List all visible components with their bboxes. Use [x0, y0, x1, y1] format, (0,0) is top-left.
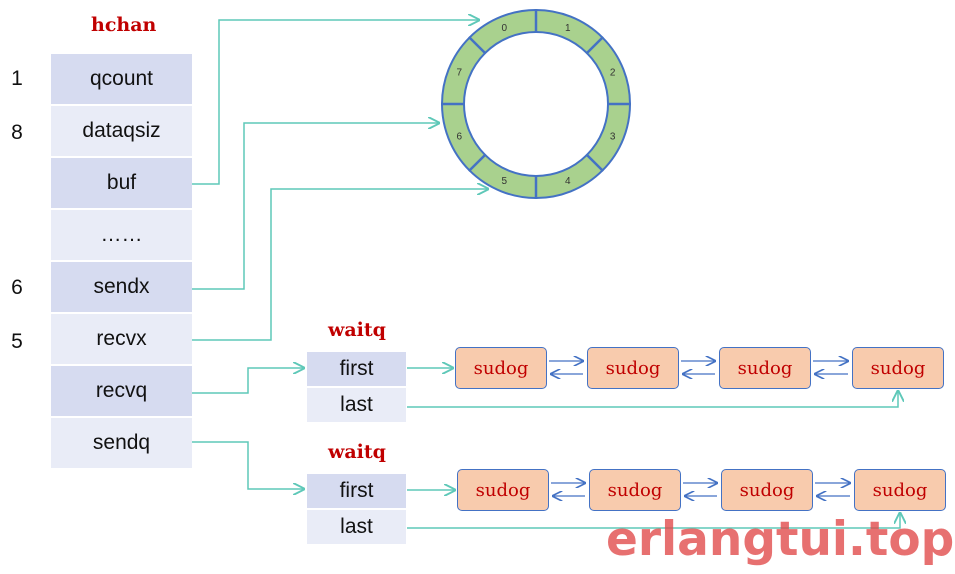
- ring-segment-label: 3: [610, 131, 616, 142]
- field-buf: buf: [51, 158, 192, 208]
- arrow-send-last: [407, 513, 900, 529]
- waitq-recv-first: first: [307, 352, 406, 386]
- field-label: ……: [100, 223, 143, 246]
- field-label: sendx: [93, 275, 150, 298]
- recvx-value: 5: [11, 330, 23, 353]
- field-sendx: sendx: [51, 262, 192, 312]
- waitq-label: first: [339, 479, 374, 502]
- ring-buffer: 0 1 2 3 4 5 6 7: [441, 9, 631, 199]
- qcount-value: 1: [11, 67, 23, 90]
- waitq-recv-title: waitq: [328, 319, 386, 341]
- field-qcount: qcount: [51, 54, 192, 104]
- ring-segment-label: 7: [457, 68, 463, 79]
- ring-segment-label: 4: [565, 176, 571, 187]
- ring-segment-label: 0: [501, 23, 507, 34]
- ring-segment-label: 5: [501, 176, 507, 187]
- ring-divider: [585, 35, 605, 55]
- arrow-recvq-to-waitq: [192, 368, 304, 394]
- arrow-sendq-to-waitq: [192, 441, 304, 489]
- arrow-sendx-to-ring: [192, 123, 439, 290]
- waitq-send-title: waitq: [328, 441, 386, 463]
- field-label: sendq: [92, 431, 151, 454]
- ring-divider: [467, 153, 487, 173]
- hchan-title: hchan: [91, 14, 157, 36]
- sudog-recv-2: sudog: [587, 347, 679, 389]
- sudog-recv-1: sudog: [455, 347, 547, 389]
- sudog-label: sudog: [870, 357, 926, 379]
- sudog-label: sudog: [739, 479, 795, 501]
- waitq-label: first: [339, 357, 374, 380]
- sendx-value: 6: [11, 276, 23, 299]
- sudog-send-3: sudog: [721, 469, 813, 511]
- arrow-recv-last: [407, 391, 898, 408]
- sudog-label: sudog: [737, 357, 793, 379]
- ring-segment-label: 6: [457, 131, 463, 142]
- send-sudog-links: [551, 483, 850, 496]
- watermark: erlangtui.top: [606, 512, 955, 567]
- waitq-recv-last: last: [307, 388, 406, 422]
- sudog-recv-3: sudog: [719, 347, 811, 389]
- dataqsiz-value: 8: [11, 121, 23, 144]
- sudog-label: sudog: [605, 357, 661, 379]
- sudog-label: sudog: [872, 479, 928, 501]
- field-label: recvx: [96, 327, 147, 350]
- sudog-label: sudog: [607, 479, 663, 501]
- waitq-send-first: first: [307, 474, 406, 508]
- field-ellipsis: ……: [51, 210, 192, 260]
- ring-dividers: [441, 9, 631, 199]
- ring-segment-label: 1: [565, 23, 571, 34]
- ring-segment-label: 2: [610, 68, 616, 79]
- arrow-buf-to-ring: [192, 20, 479, 185]
- field-label: recvq: [95, 379, 148, 402]
- waitq-label: last: [340, 515, 373, 538]
- sudog-send-4: sudog: [854, 469, 946, 511]
- field-recvx: recvx: [51, 314, 192, 364]
- sudog-label: sudog: [475, 479, 531, 501]
- recv-sudog-links: [549, 361, 848, 374]
- field-label: dataqsiz: [82, 119, 161, 142]
- arrow-recvx-to-ring: [192, 189, 488, 341]
- sudog-recv-4: sudog: [852, 347, 944, 389]
- ring-labels: 0 1 2 3 4 5 6 7: [457, 23, 616, 187]
- field-sendq: sendq: [51, 418, 192, 468]
- field-dataqsiz: dataqsiz: [51, 106, 192, 156]
- field-recvq: recvq: [51, 366, 192, 416]
- field-label: buf: [106, 171, 137, 194]
- ring-divider: [467, 35, 487, 55]
- waitq-send-last: last: [307, 510, 406, 544]
- sudog-send-1: sudog: [457, 469, 549, 511]
- sudog-send-2: sudog: [589, 469, 681, 511]
- ring-divider: [585, 153, 605, 173]
- field-label: qcount: [89, 67, 154, 90]
- waitq-label: last: [340, 393, 373, 416]
- sudog-label: sudog: [473, 357, 529, 379]
